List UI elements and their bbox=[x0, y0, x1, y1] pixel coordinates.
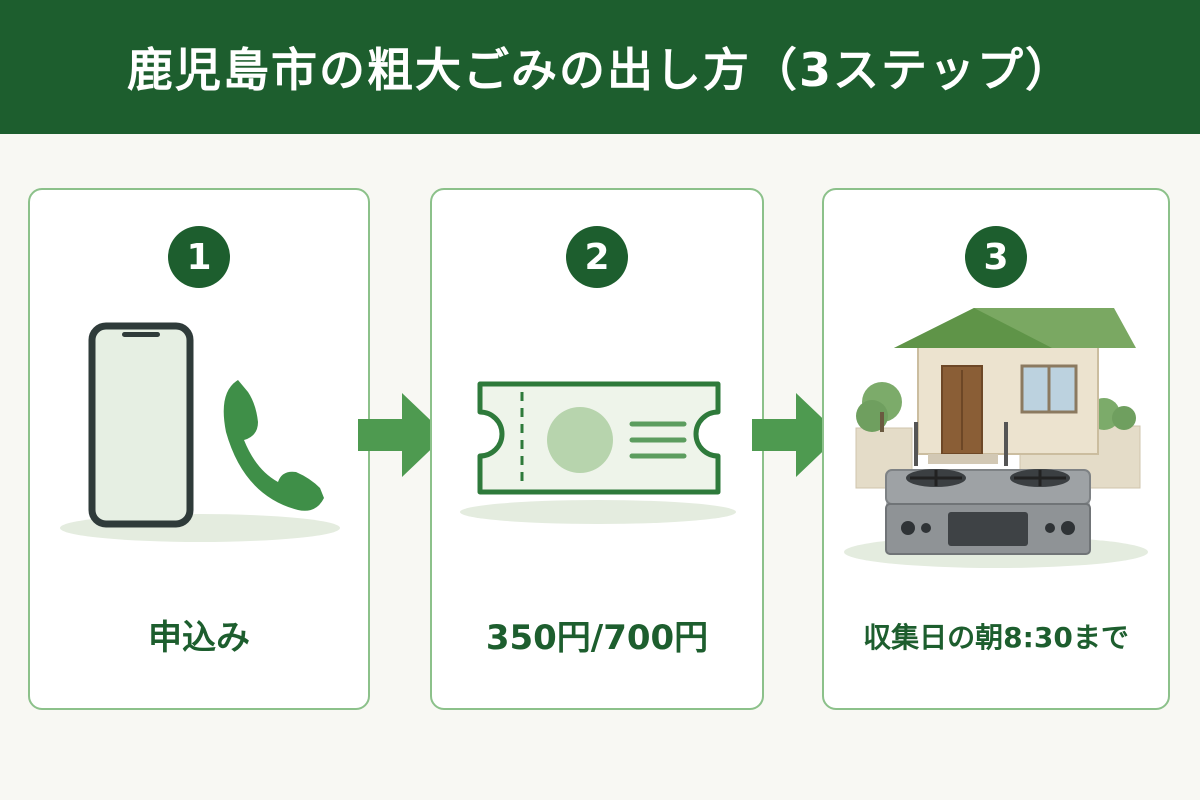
step-3-illustration bbox=[844, 308, 1148, 568]
step-label: 350円/700円 bbox=[485, 618, 709, 658]
step-2-illustration bbox=[460, 381, 736, 524]
step-label: 申込み bbox=[148, 618, 250, 658]
page-title: 鹿児島市の粗大ごみの出し方（3ステップ） bbox=[126, 43, 1073, 97]
step-number-badge: 1 bbox=[168, 226, 230, 288]
house-icon bbox=[855, 308, 1141, 489]
step-number-badge: 3 bbox=[965, 226, 1027, 288]
step-card-2: 2 350円/700円 bbox=[430, 188, 764, 710]
ground-shadow bbox=[460, 500, 736, 524]
step-card-3: 3 bbox=[822, 188, 1170, 710]
arrow-right-icon bbox=[358, 393, 446, 477]
step-number-badge: 2 bbox=[566, 226, 628, 288]
step-card-1: 1 申込み bbox=[28, 188, 370, 710]
arrow-right-icon bbox=[752, 393, 840, 477]
gas-stove-icon bbox=[885, 469, 1091, 555]
ticket-icon bbox=[477, 381, 721, 495]
step-1-illustration bbox=[60, 322, 340, 542]
smartphone-icon bbox=[88, 322, 194, 528]
step-label: 収集日の朝8:30まで bbox=[863, 621, 1129, 654]
header-banner: 鹿児島市の粗大ごみの出し方（3ステップ） bbox=[0, 0, 1200, 134]
phone-handset-icon bbox=[223, 380, 324, 511]
